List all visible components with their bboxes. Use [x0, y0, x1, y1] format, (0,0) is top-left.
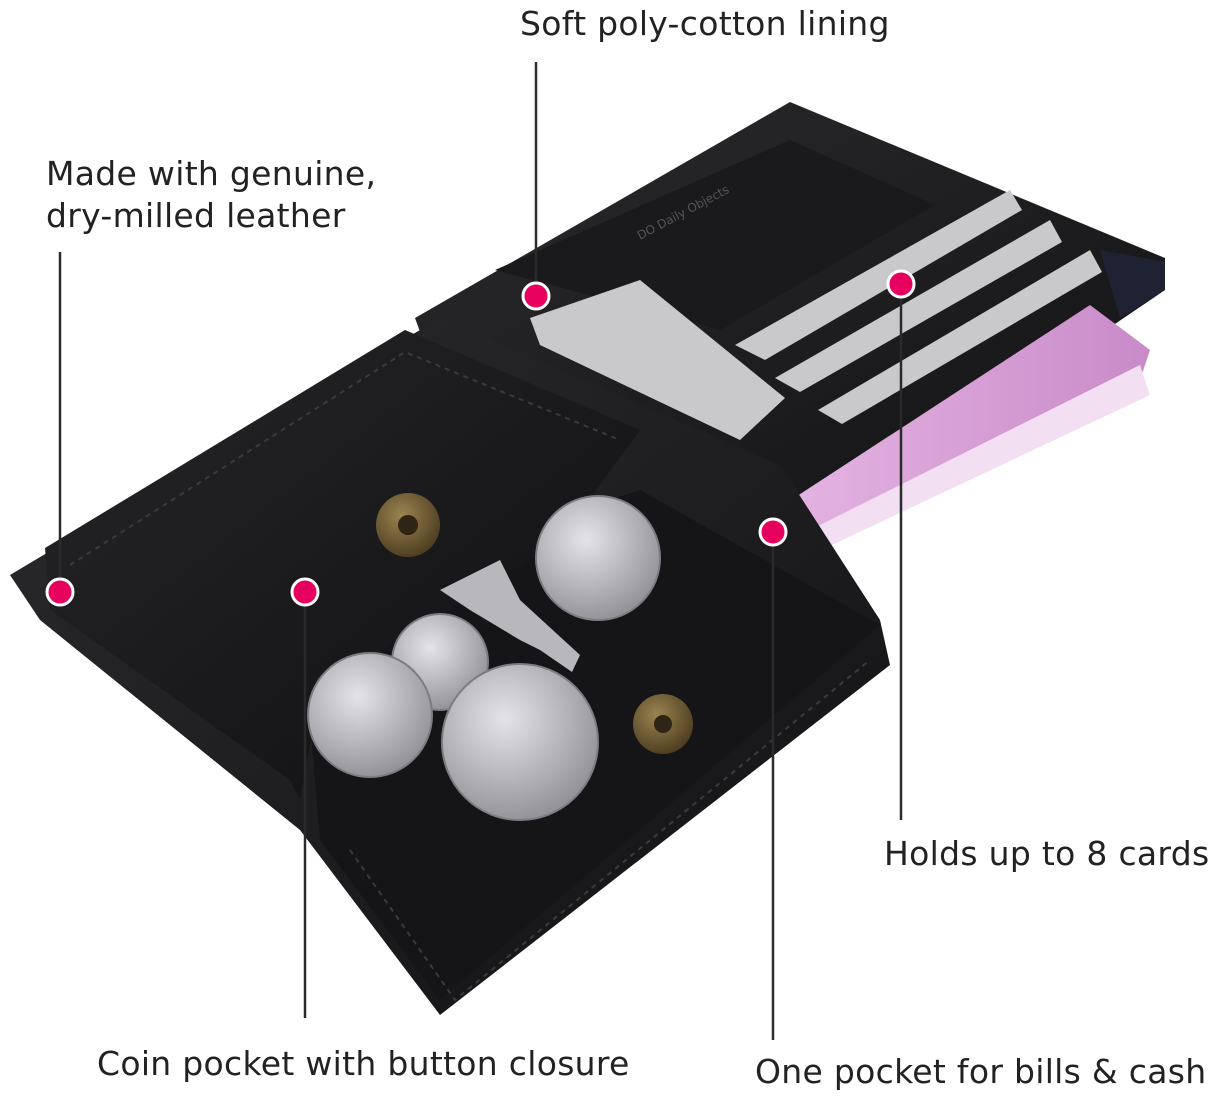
key [440, 560, 580, 672]
lining-pocket [495, 140, 935, 330]
lining-callout: Soft poly-cotton lining [520, 4, 890, 43]
snap-button-top-center [398, 515, 418, 535]
cards-marker [886, 269, 916, 299]
card-slot-2 [735, 190, 1022, 360]
coin-4 [441, 663, 599, 821]
snap-button-bottom-center [654, 715, 672, 733]
coin-3 [307, 652, 433, 778]
coin-1 [535, 495, 661, 621]
leather-callout-line2: dry-milled leather [46, 196, 346, 235]
coins-and-key [307, 493, 693, 821]
card-slot-4 [818, 250, 1102, 424]
leather-marker [45, 577, 75, 607]
card-slot-1 [530, 280, 785, 440]
banknote-paper [745, 305, 1150, 558]
bills-callout: One pocket for bills & cash [755, 1052, 1207, 1091]
coin-marker [290, 577, 320, 607]
coin-pocket-flap [45, 330, 640, 800]
lining-edge [1100, 250, 1165, 318]
card-slot-3 [775, 220, 1062, 392]
leader-lines [58, 62, 903, 1040]
coin-pocket-callout: Coin pocket with button closure [97, 1044, 630, 1083]
leather-callout-line1: Made with genuine, [46, 154, 377, 193]
bills-marker [758, 517, 788, 547]
banknote-edge [790, 365, 1150, 560]
markers [45, 269, 916, 607]
lining-marker [521, 281, 551, 311]
leather-callout: Made with genuine, dry-milled leather [46, 153, 376, 237]
pocket-stitching [349, 659, 871, 1002]
flap-stitching [69, 350, 621, 566]
cards-callout: Holds up to 8 cards [884, 834, 1210, 873]
banknote [745, 305, 1150, 560]
